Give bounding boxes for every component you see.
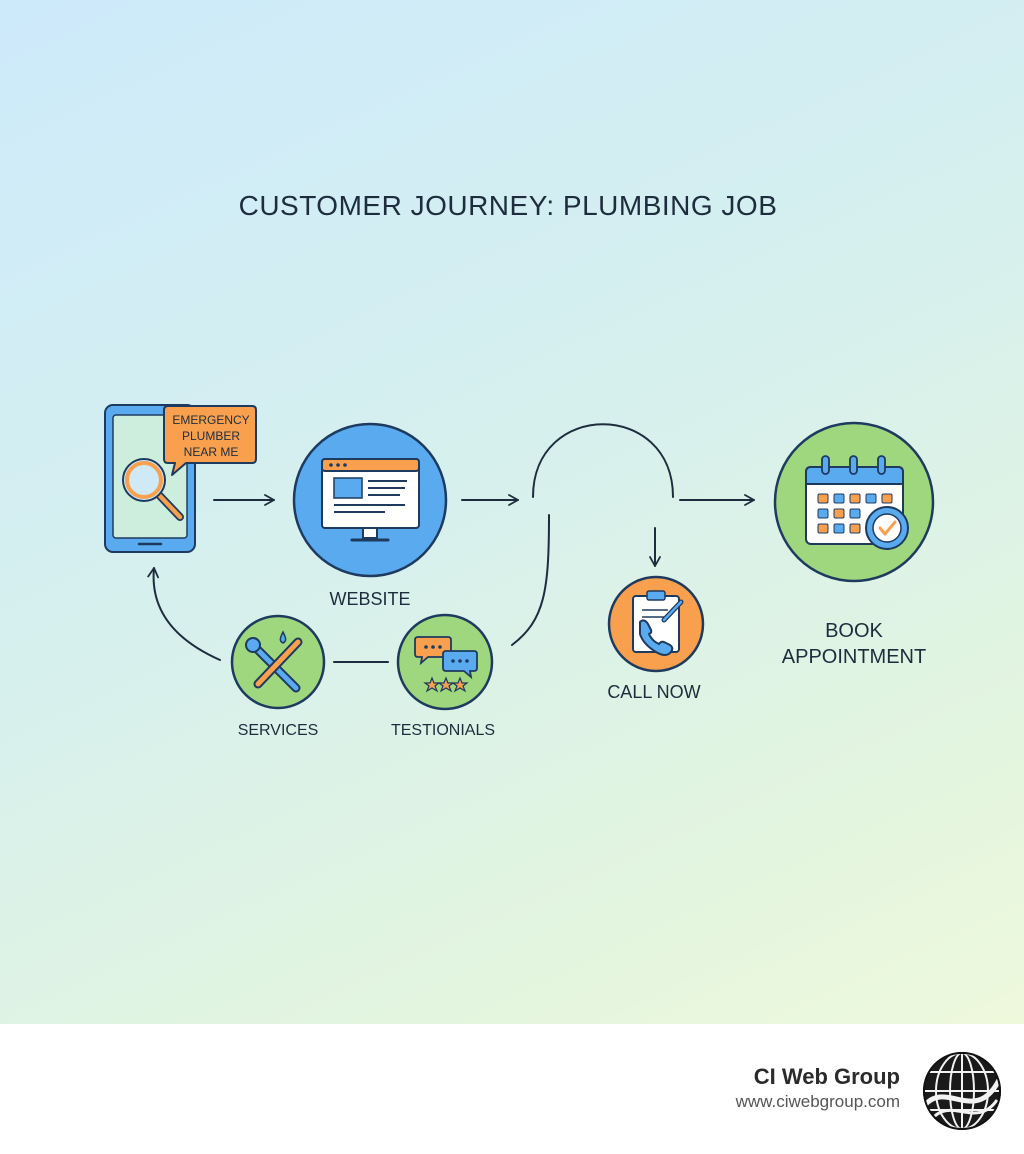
- footer: CI Web Group www.ciwebgroup.com: [0, 1024, 1024, 1154]
- book-appointment-line-2: APPOINTMENT: [781, 646, 927, 668]
- phone-clipboard-icon: [632, 590, 684, 656]
- services-label: SERVICES: [237, 722, 319, 739]
- calendar-check-icon: [805, 455, 909, 550]
- monitor-icon: [321, 458, 420, 542]
- chat-bubbles-icon: [414, 636, 478, 680]
- journey-diagram: EMERGENCY PLUMBER NEAR ME: [104, 404, 935, 711]
- book-appointment-label: BOOK APPOINTMENT: [764, 618, 944, 670]
- book-appointment-node: [773, 421, 935, 583]
- arrow-services-to-phone: [147, 567, 221, 661]
- brand-url: www.ciwebgroup.com: [735, 1092, 900, 1111]
- bubble-line-3: NEAR ME: [184, 445, 239, 459]
- curve-testimonials-up: [511, 514, 550, 646]
- call-now-label: CALL NOW: [607, 682, 701, 702]
- testimonials-label: TESTIONIALS: [390, 722, 496, 739]
- bubble-line-2: PLUMBER: [182, 429, 240, 443]
- services-node: [230, 614, 326, 710]
- book-appointment-line-1: BOOK: [825, 620, 883, 642]
- brand-name: CI Web Group: [753, 1064, 900, 1089]
- magnifier-icon: [122, 458, 184, 521]
- website-node: [292, 422, 448, 578]
- bubble-line-1: EMERGENCY: [172, 413, 249, 427]
- curve-arch: [532, 423, 674, 498]
- connectors: [147, 423, 755, 663]
- testimonials-node: [396, 613, 494, 711]
- globe-logo: [923, 1052, 1001, 1130]
- wrench-screwdriver-icon: [245, 630, 303, 693]
- stars-icon: [423, 676, 469, 693]
- diagram-title: CUSTOMER JOURNEY: PLUMBING JOB: [238, 190, 778, 221]
- website-label: WEBSITE: [329, 589, 411, 609]
- call-now-node: [607, 575, 705, 673]
- search-speech-bubble: EMERGENCY PLUMBER NEAR ME: [163, 405, 257, 476]
